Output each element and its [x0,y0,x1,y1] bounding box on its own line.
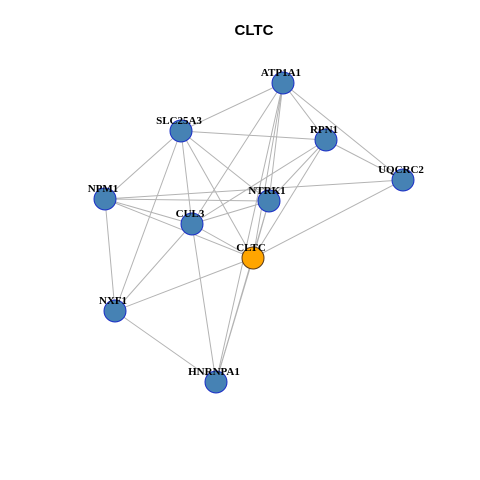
edge-slc25a3-nxf1 [114,130,182,312]
node-hnrnpa1[interactable] [204,370,228,394]
diagram-title: CLTC [235,22,274,39]
node-ntrk1[interactable] [257,189,281,213]
edge-uqcrc2-npm1 [104,179,404,200]
edge-rpn1-cltc [252,139,327,259]
edge-cltc-hnrnpa1 [215,257,254,383]
node-nxf1[interactable] [103,299,127,323]
edge-atp1a1-hnrnpa1 [215,82,284,383]
edge-atp1a1-ntrk1 [268,82,284,202]
edge-cul3-hnrnpa1 [191,223,217,383]
edge-slc25a3-cul3 [180,130,193,225]
edge-cul3-nxf1 [114,223,193,312]
node-uqcrc2[interactable] [391,168,415,192]
edge-uqcrc2-cltc [252,179,404,259]
node-label-ntrk1: NTRK1 [248,185,285,197]
edge-cul3-cltc [191,223,254,259]
edge-nxf1-hnrnpa1 [114,310,217,383]
edge-cltc-nxf1 [114,257,254,312]
edge-slc25a3-npm1 [104,130,182,200]
edge-npm1-ntrk1 [104,198,270,202]
edge-npm1-nxf1 [104,198,116,312]
node-label-hnrnpa1: HNRNPA1 [188,366,240,378]
node-label-uqcrc2: UQCRC2 [378,164,424,176]
edge-atp1a1-uqcrc2 [282,82,404,181]
node-label-slc25a3: SLC25A3 [156,115,202,127]
node-cul3[interactable] [180,212,204,236]
node-cltc[interactable] [241,246,265,270]
edge-npm1-cltc [104,198,254,259]
node-npm1[interactable] [93,187,117,211]
edge-atp1a1-rpn1 [282,82,327,141]
edge-rpn1-cul3 [191,139,327,225]
edge-layer [104,82,404,383]
edge-npm1-cul3 [104,198,193,225]
node-label-rpn1: RPN1 [310,124,338,136]
edge-ntrk1-cul3 [191,200,270,225]
node-label-nxf1: NXF1 [99,295,127,307]
node-label-npm1: NPM1 [88,183,119,195]
node-label-cul3: CUL3 [176,208,205,220]
edge-atp1a1-slc25a3 [180,82,284,132]
edge-slc25a3-rpn1 [180,130,327,141]
edge-slc25a3-cltc [180,130,254,259]
edge-rpn1-uqcrc2 [325,139,404,181]
node-label-atp1a1: ATP1A1 [261,67,301,79]
node-atp1a1[interactable] [271,71,295,95]
node-label-cltc: CLTC [236,242,266,254]
node-slc25a3[interactable] [169,119,193,143]
edge-atp1a1-cltc [252,82,284,259]
node-rpn1[interactable] [314,128,338,152]
node-layer [93,71,415,394]
edge-rpn1-ntrk1 [268,139,327,202]
